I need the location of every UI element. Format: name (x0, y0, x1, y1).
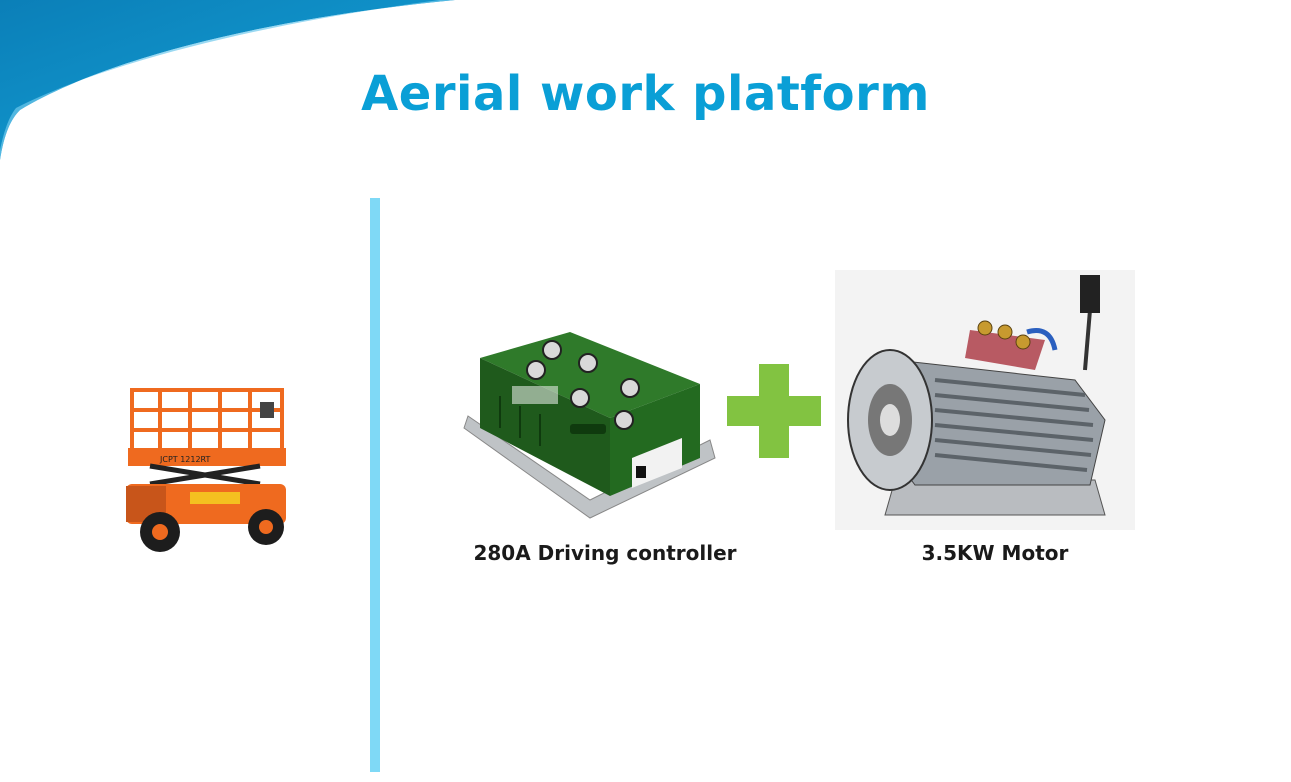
motor-caption: 3.5KW Motor (921, 541, 1069, 565)
motor-controller-icon (463, 332, 716, 519)
page-title: Aerial work platform (361, 66, 930, 122)
controller-caption: 280A Driving controller (473, 541, 737, 565)
vertical-divider (370, 198, 380, 772)
plus-icon (727, 364, 821, 458)
header-swoosh (0, 0, 455, 160)
lift-plate-text: JCPT 1212RT (159, 455, 211, 464)
electric-motor-icon (835, 270, 1135, 530)
scissor-lift-icon: JCPT 1212RT (126, 388, 286, 552)
